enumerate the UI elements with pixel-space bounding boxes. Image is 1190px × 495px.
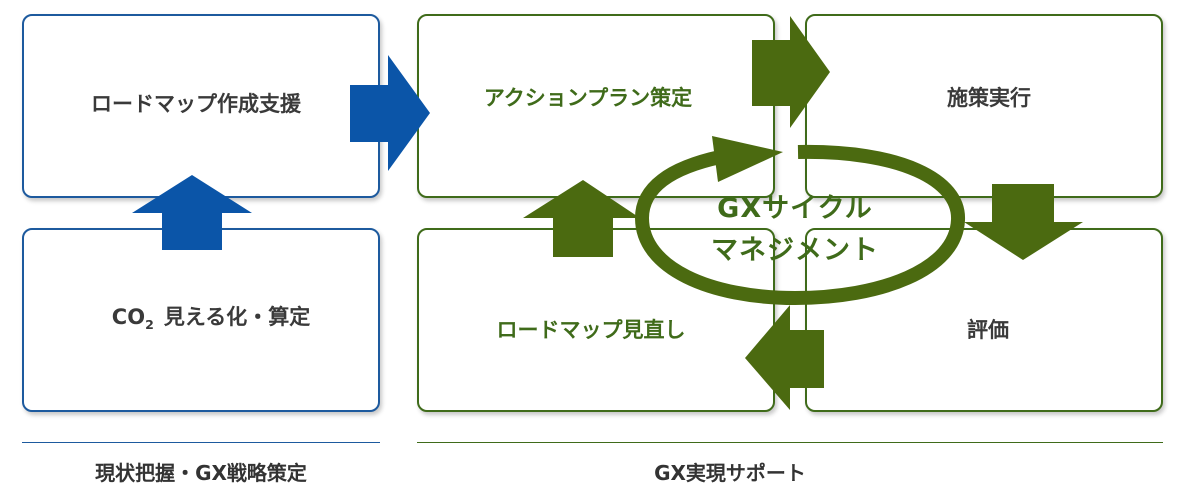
cycle-title-line1: GXサイクル <box>717 193 873 224</box>
roadmap-review-box: ロードマップ見直し <box>417 228 775 412</box>
roadmap-review-label: ロードマップ見直し <box>496 318 686 342</box>
left-arrow-green <box>745 305 824 410</box>
execute-label: 施策実行 <box>947 86 1031 110</box>
roadmap-creation-label: ロードマップ作成支援 <box>91 92 301 116</box>
execute-box: 施策実行 <box>805 14 1163 198</box>
left-caption: 現状把握・GX戦略策定 <box>95 461 307 485</box>
down-arrow-green <box>964 184 1083 260</box>
left-divider <box>22 442 380 443</box>
right-arrow-blue <box>350 55 430 171</box>
right-divider <box>417 442 1163 443</box>
right-caption: GX実現サポート <box>654 461 806 485</box>
evaluation-label: 評価 <box>967 318 1009 342</box>
right-arrow-green <box>752 16 830 128</box>
cycle-arrowhead <box>712 136 783 182</box>
cycle-title-line2: マネジメント <box>711 235 879 266</box>
up-arrow-green <box>523 180 640 257</box>
cycle-ring <box>634 144 965 306</box>
roadmap-creation-box: ロードマップ作成支援 <box>22 14 380 198</box>
up-arrow-blue <box>132 175 252 250</box>
evaluation-box: 評価 <box>805 228 1163 412</box>
action-plan-label: アクションプラン策定 <box>483 86 693 110</box>
